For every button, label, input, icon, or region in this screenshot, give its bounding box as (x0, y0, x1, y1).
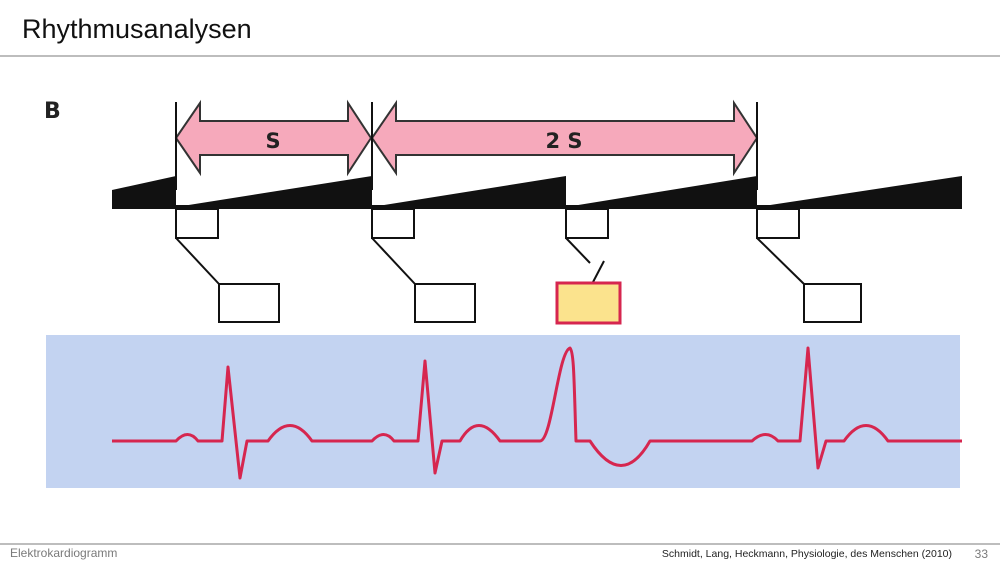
interval-arrow-short: S (174, 99, 373, 177)
footer-topic: Elektrokardiogramm (10, 546, 118, 560)
slide-title: Rhythmusanalysen (22, 14, 252, 44)
ventricle-boxes (218, 283, 862, 323)
header-divider (0, 55, 1000, 57)
citation: Schmidt, Lang, Heckmann, Physiologie, de… (661, 548, 952, 560)
pacemaker-ramps (112, 176, 962, 209)
interval-label-short: S (265, 129, 280, 153)
interval-arrow-long: 2 S (370, 99, 759, 177)
footer-divider (0, 543, 1000, 545)
ecg-panel (46, 335, 960, 488)
sa-node-boxes (175, 208, 800, 239)
page-number: 33 (974, 547, 988, 561)
conduction-lines (175, 237, 805, 285)
interval-label-long: 2 S (545, 129, 582, 153)
beat-markers (175, 102, 758, 190)
extrasystole-box (555, 281, 622, 325)
ecg-trace (112, 346, 962, 480)
panel-label: B (44, 99, 61, 124)
